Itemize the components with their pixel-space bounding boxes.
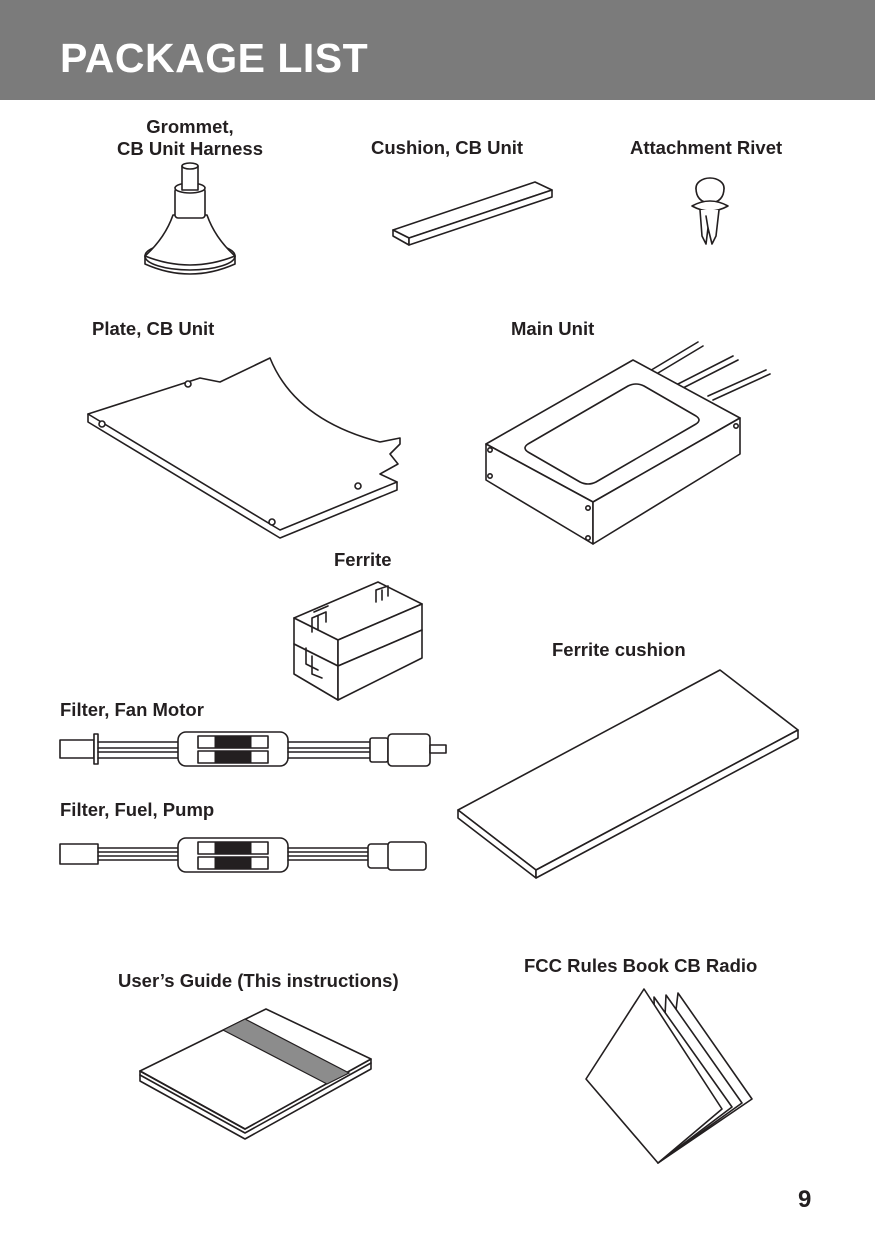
filter-fuel-illustration bbox=[58, 834, 433, 879]
grommet-label: Grommet, CB Unit Harness bbox=[100, 116, 280, 160]
grommet-label-line1: Grommet, bbox=[146, 116, 234, 137]
page-header: PACKAGE LIST bbox=[0, 0, 875, 100]
filter-fan-label: Filter, Fan Motor bbox=[60, 699, 204, 720]
cushion-cb-illustration bbox=[385, 170, 565, 255]
plate-cb-label: Plate, CB Unit bbox=[92, 318, 215, 339]
plate-cb-illustration bbox=[80, 350, 410, 540]
ferrite-cushion-illustration bbox=[452, 664, 807, 879]
grommet-illustration bbox=[135, 160, 245, 285]
cushion-cb-label: Cushion, CB Unit bbox=[371, 137, 524, 158]
main-unit-label: Main Unit bbox=[511, 318, 595, 339]
main-unit-illustration bbox=[478, 332, 778, 552]
page-title: PACKAGE LIST bbox=[60, 35, 369, 81]
ferrite-illustration bbox=[288, 578, 433, 708]
attachment-rivet-label: Attachment Rivet bbox=[630, 137, 783, 158]
filter-fuel-label: Filter, Fuel, Pump bbox=[60, 799, 215, 820]
filter-fan-illustration bbox=[58, 728, 453, 773]
attachment-rivet-illustration bbox=[682, 170, 737, 255]
users-guide-illustration bbox=[135, 1005, 380, 1145]
ferrite-cushion-label: Ferrite cushion bbox=[552, 639, 686, 660]
fcc-book-label: FCC Rules Book CB Radio bbox=[524, 955, 758, 976]
grommet-label-line2: CB Unit Harness bbox=[117, 138, 263, 159]
fcc-book-illustration bbox=[580, 985, 760, 1170]
users-guide-label: User’s Guide (This instructions) bbox=[118, 970, 399, 991]
page-number: 9 bbox=[798, 1186, 812, 1213]
ferrite-label: Ferrite bbox=[334, 549, 392, 570]
